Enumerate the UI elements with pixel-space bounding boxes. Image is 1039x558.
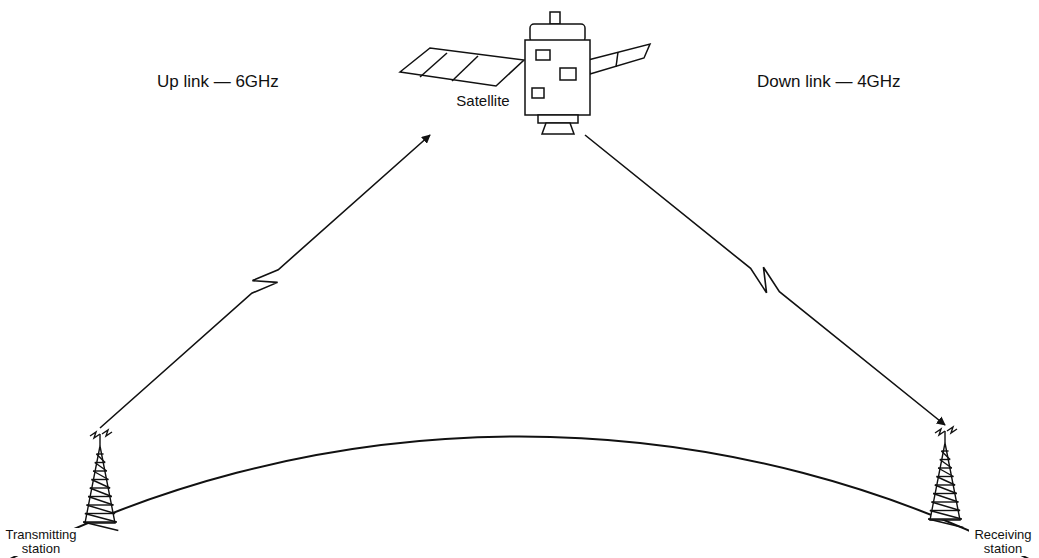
station-node: Transmitting station (80, 428, 120, 523)
station-label: Receiving station (969, 528, 1037, 556)
antenna-tower (925, 425, 965, 520)
link-label: Up link — 6GHz (155, 72, 281, 92)
station-label: Satellite (442, 92, 524, 109)
satellite-icon (400, 10, 650, 135)
link-label: Down link — 4GHz (755, 72, 903, 92)
satellite-node: Satellite (400, 10, 650, 135)
station-node: Receiving station (925, 425, 965, 520)
antenna-tower (80, 428, 120, 523)
radio-link-arrow (585, 135, 945, 425)
radio-link-arrow (100, 135, 430, 428)
earth-arc (0, 436, 1039, 558)
station-label: Transmitting station (3, 528, 79, 556)
